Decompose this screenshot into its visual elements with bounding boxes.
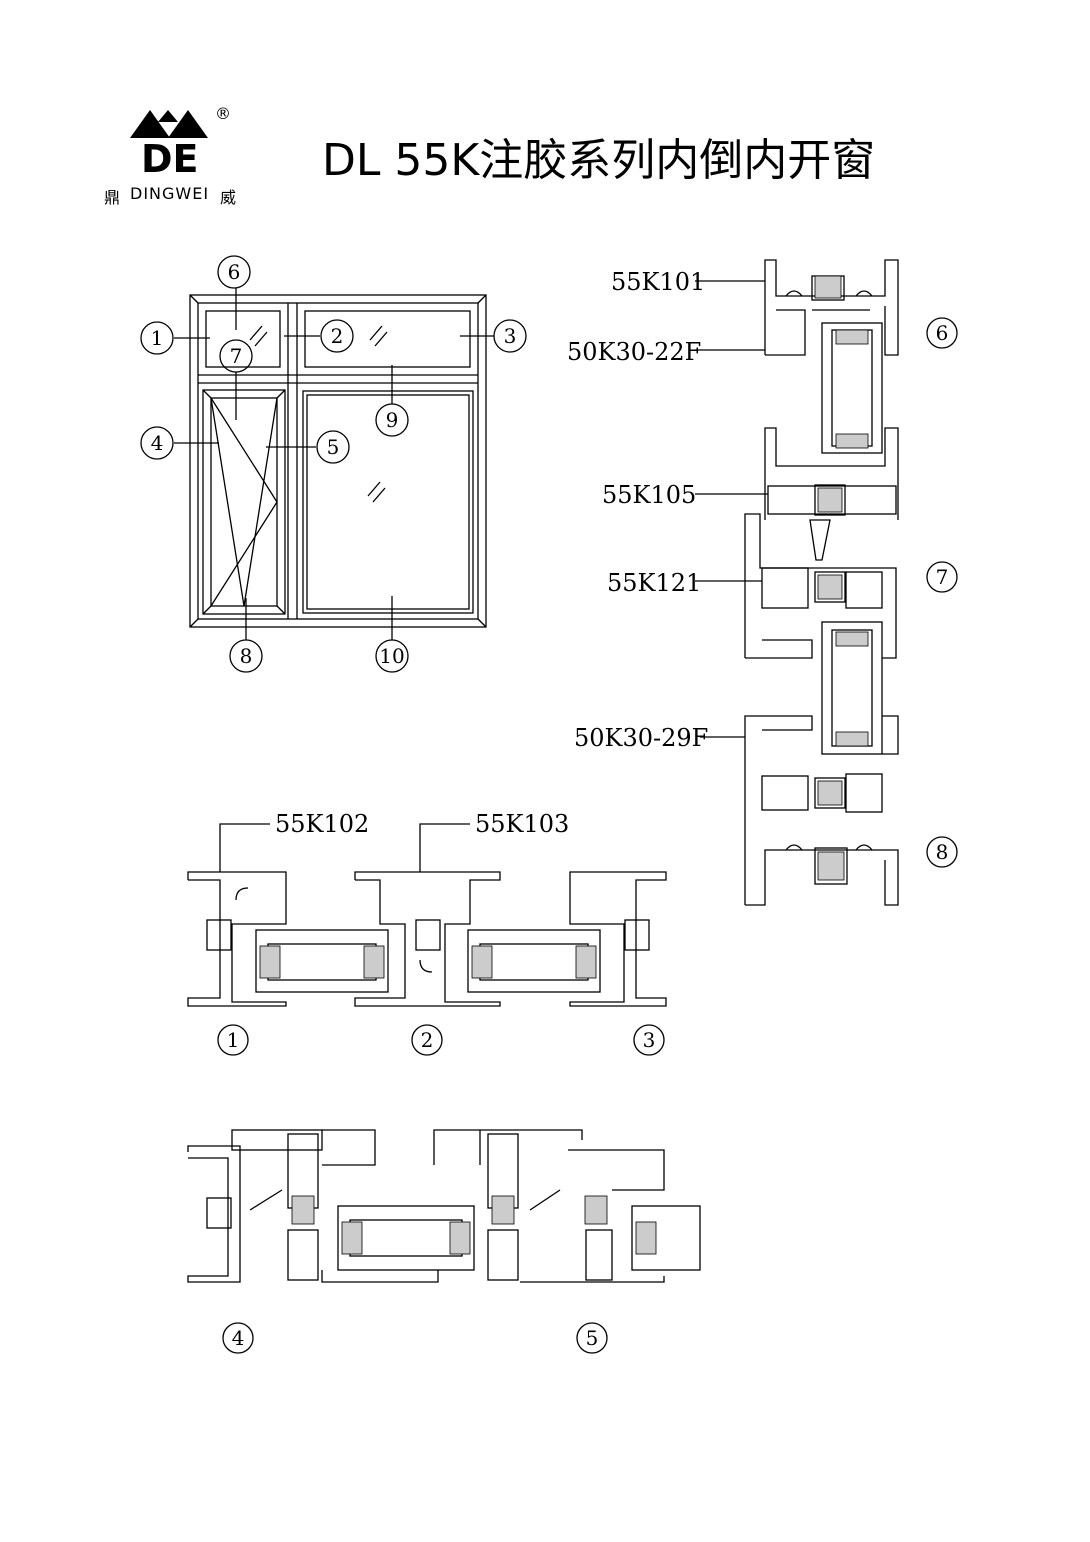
marker-5: 5 [586, 1326, 599, 1350]
label-55k105: 55K105 [602, 481, 696, 509]
label-55k101: 55K101 [611, 268, 705, 296]
callout-7: 7 [230, 344, 243, 368]
marker-4: 4 [232, 1326, 245, 1350]
page-title: DL 55K注胶系列内倒内开窗 [322, 135, 876, 186]
label-55k102: 55K102 [275, 810, 369, 838]
callout-4: 4 [151, 431, 164, 455]
registered-mark: ® [215, 104, 231, 123]
dingwei-logo: DE [130, 110, 208, 180]
marker-6: 6 [936, 321, 949, 345]
callout-6: 6 [228, 260, 241, 284]
marker-2: 2 [421, 1028, 434, 1052]
brand-name: DINGWEI [130, 184, 210, 203]
label-55k103: 55K103 [475, 810, 569, 838]
elevation-callouts [140, 255, 527, 673]
callout-8: 8 [240, 644, 253, 668]
horizontal-section-top [187, 823, 667, 1056]
vertical-section-gaskets [814, 275, 869, 881]
label-50k30-22f: 50K30-22F [567, 338, 701, 366]
horizontal-section-bottom [187, 1129, 701, 1354]
callout-5: 5 [327, 435, 340, 459]
vertical-section-leaders [695, 280, 958, 868]
marker-8: 8 [936, 840, 949, 864]
callout-10: 10 [379, 644, 404, 668]
callout-3: 3 [504, 324, 517, 348]
marker-3: 3 [643, 1028, 656, 1052]
brand-char-right: 威 [220, 188, 237, 207]
callout-2: 2 [331, 324, 344, 348]
label-50k30-29f: 50K30-29F [574, 724, 708, 752]
marker-7: 7 [936, 565, 949, 589]
window-elevation [174, 288, 494, 640]
brand-char-left: 鼎 [104, 188, 121, 207]
callout-1: 1 [151, 326, 164, 350]
marker-1: 1 [227, 1028, 240, 1052]
callout-9: 9 [386, 408, 399, 432]
logo-letters: DE [141, 137, 199, 180]
label-55k121: 55K121 [607, 569, 701, 597]
